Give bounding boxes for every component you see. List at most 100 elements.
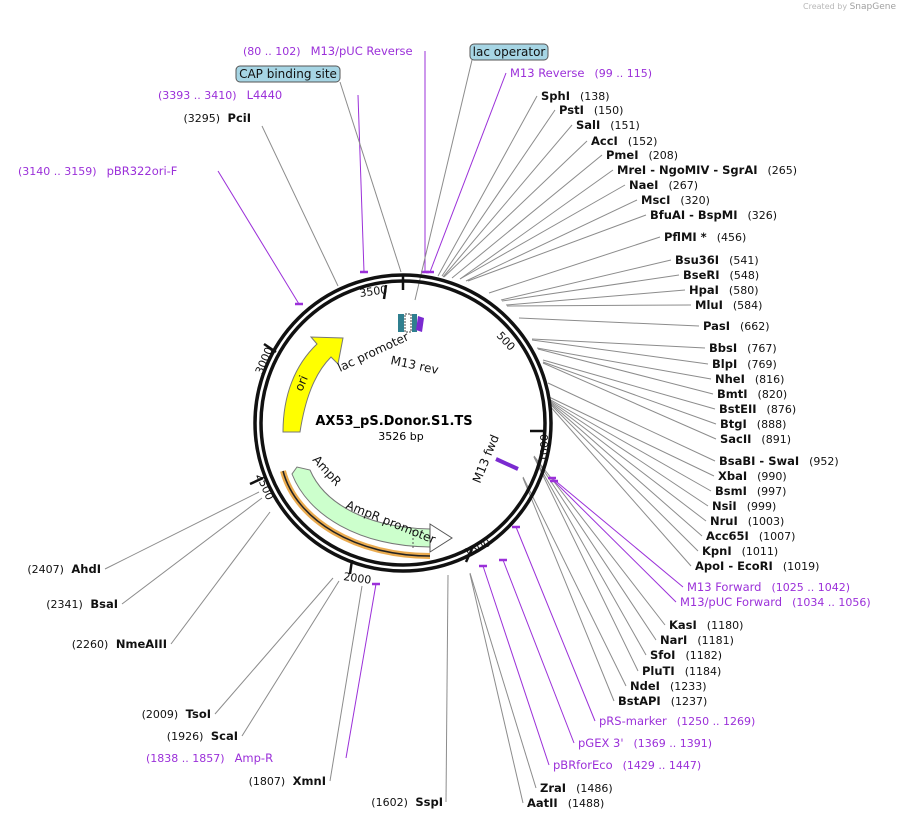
site-nmeaiii[interactable]: (2260) NmeAIII <box>72 637 167 651</box>
site-blpi[interactable]: BlpI(769) <box>712 357 777 371</box>
leader-zrai <box>469 572 537 789</box>
site-bfuai-bspmi[interactable]: BfuAI - BspMI(326) <box>650 208 777 222</box>
ampr-promoter-feature[interactable] <box>429 523 453 553</box>
primer-leader-m13-reverse <box>429 72 507 273</box>
leader-bseri <box>501 274 680 302</box>
primer-amp-r[interactable]: (1838 .. 1857)Amp-R <box>146 751 273 765</box>
site-sfoi[interactable]: SfoI(1182) <box>650 648 722 662</box>
tick-label-3500: 3500 <box>359 283 389 300</box>
site-pcii[interactable]: (3295) PciI <box>183 111 251 125</box>
leader-tsoi <box>214 577 334 715</box>
primer-leader-l4440 <box>357 94 365 273</box>
leader-pasi <box>518 317 700 327</box>
site-sacii[interactable]: SacII(891) <box>720 432 791 446</box>
snapgene-logo: SnapGene <box>849 2 896 12</box>
scale-ticks <box>249 275 544 575</box>
site-bbsi[interactable]: BbsI(767) <box>709 341 777 355</box>
primer-l4440[interactable]: (3393 .. 3410)L4440 <box>158 88 282 102</box>
site-ahdi[interactable]: (2407) AhdI <box>27 562 101 576</box>
primer-pbrforeco[interactable]: pBRforEco(1429 .. 1447) <box>553 758 701 772</box>
site-naei[interactable]: NaeI(267) <box>629 178 698 192</box>
ori-feature[interactable] <box>282 336 344 433</box>
site-tsoi[interactable]: (2009) TsoI <box>142 707 211 721</box>
leader-blpi <box>531 339 709 365</box>
site-pflmi[interactable]: PflMI *(456) <box>664 230 746 244</box>
leader-nmeaiii <box>170 511 271 645</box>
site-zrai[interactable]: ZraI(1486) <box>540 781 613 795</box>
leader-bsabi-swai <box>547 382 716 462</box>
primer-pgex-3[interactable]: pGEX 3'(1369 .. 1391) <box>578 736 712 750</box>
site-sali[interactable]: SalI(151) <box>576 118 640 132</box>
site-bmti[interactable]: BmtI(820) <box>717 387 787 401</box>
site-kpni[interactable]: KpnI(1011) <box>702 544 778 558</box>
lac-promoter-block[interactable] <box>404 313 412 333</box>
leader-sfoi <box>533 456 647 656</box>
site-xmni[interactable]: (1807) XmnI <box>249 774 326 788</box>
site-nari[interactable]: NarI(1181) <box>660 633 734 647</box>
site-acc65i[interactable]: Acc65I(1007) <box>706 529 795 543</box>
leader-naei <box>459 184 626 280</box>
site-bsai[interactable]: (2341) BsaI <box>46 597 118 611</box>
snapgene-credit: Created by SnapGene <box>803 2 896 12</box>
site-psti[interactable]: PstI(150) <box>559 103 623 117</box>
site-xbai[interactable]: XbaI(990) <box>718 469 787 483</box>
leader-bbsi <box>531 338 706 349</box>
site-mlui[interactable]: MluI(584) <box>695 298 762 312</box>
site-pluti[interactable]: PluTI(1184) <box>642 664 721 678</box>
lac-operator-block[interactable] <box>412 314 417 332</box>
site-hpai[interactable]: HpaI(580) <box>689 283 759 297</box>
leader-sphi <box>437 95 538 277</box>
site-apoi-ecori[interactable]: ApoI - EcoRI(1019) <box>695 559 819 573</box>
site-bseri[interactable]: BseRI(548) <box>683 268 759 282</box>
leader-lac-operator <box>414 59 473 301</box>
primer-prs-marker[interactable]: pRS-marker(1250 .. 1269) <box>599 714 755 728</box>
plasmid-size: 3526 bp <box>378 430 423 443</box>
site-bsteii[interactable]: BstEII(876) <box>719 402 796 416</box>
site-bsabi-swai[interactable]: BsaBI - SwaI(952) <box>719 454 839 468</box>
site-sspi[interactable]: (1602) SspI <box>371 795 443 809</box>
site-msci[interactable]: MscI(320) <box>641 193 710 207</box>
leader-apoi-ecori <box>548 404 692 567</box>
site-scai[interactable]: (1926) ScaI <box>167 729 238 743</box>
primer-m13-forward[interactable]: M13 Forward(1025 .. 1042) <box>687 580 850 594</box>
site-acci[interactable]: AccI(152) <box>591 134 657 148</box>
ampr-highlight-core <box>282 470 431 557</box>
site-nhei[interactable]: NheI(816) <box>715 372 784 386</box>
primer-leader-pgex-3 <box>502 559 575 744</box>
site-bsu36i[interactable]: Bsu36I(541) <box>675 253 759 267</box>
site-sphi[interactable]: SphI(138) <box>541 89 610 103</box>
site-kasi[interactable]: KasI(1180) <box>669 618 743 632</box>
primer-pbr322ori-f[interactable]: (3140 .. 3159)pBR322ori-F <box>18 164 177 178</box>
cap-binding-site-block[interactable] <box>398 314 404 332</box>
leader-aatii <box>469 573 524 804</box>
site-bstapi[interactable]: BstAPI(1237) <box>618 694 707 708</box>
site-bsmi[interactable]: BsmI(997) <box>715 484 786 498</box>
site-ndei[interactable]: NdeI(1233) <box>630 679 707 693</box>
site-pmei[interactable]: PmeI(208) <box>606 148 678 162</box>
leader-mlui <box>506 304 692 307</box>
leader-bstapi <box>522 477 615 702</box>
cap-binding-site-box[interactable] <box>235 65 341 83</box>
leader-sacii <box>542 362 717 440</box>
site-btgi[interactable]: BtgI(888) <box>720 417 786 431</box>
tick-label-1500: 1500 <box>462 536 493 560</box>
site-nrui[interactable]: NruI(1003) <box>710 514 784 528</box>
primer-leader-prs-marker <box>515 526 596 722</box>
m13-fwd-primer-arrow[interactable] <box>495 457 519 471</box>
leader-pmei <box>451 154 603 279</box>
m13-rev-primer-arrow[interactable] <box>416 316 424 332</box>
site-nsii[interactable]: NsiI(999) <box>712 499 776 513</box>
cap-binding-site-label: CAP binding site <box>239 67 337 81</box>
ori-label: ori <box>292 373 311 393</box>
primer-m13-puc-reverse[interactable]: (80 .. 102)M13/pUC Reverse <box>243 44 413 58</box>
leader-bmti <box>537 348 714 395</box>
primer-m13-reverse[interactable]: M13 Reverse(99 .. 115) <box>510 66 652 80</box>
leader-ahdi <box>104 491 260 570</box>
site-aatii[interactable]: AatII(1488) <box>527 796 604 810</box>
site-mrei-ngomiv-sgrai[interactable]: MreI - NgoMIV - SgrAI(265) <box>617 163 797 177</box>
site-pasi[interactable]: PasI(662) <box>703 319 770 333</box>
lac-operator-box[interactable] <box>469 43 549 61</box>
primer-m13-puc-forward[interactable]: M13/pUC Forward(1034 .. 1056) <box>680 595 871 609</box>
